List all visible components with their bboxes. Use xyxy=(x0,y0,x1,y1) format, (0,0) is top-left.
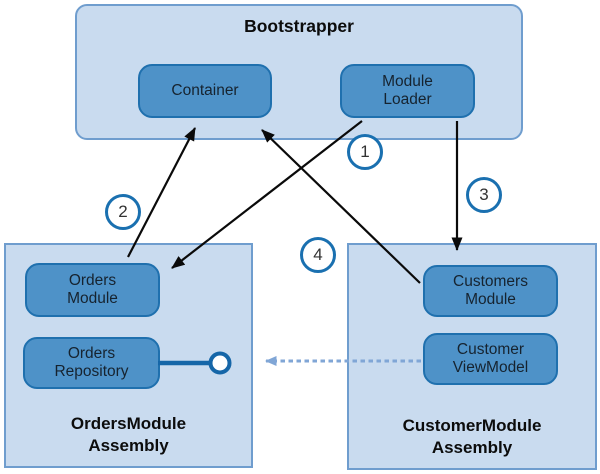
customer-assembly-box: Customers Module Customer ViewModel Cust… xyxy=(347,243,597,470)
container-node: Container xyxy=(138,64,272,118)
orders-assembly-box: Orders Module Orders Repository OrdersMo… xyxy=(4,243,253,468)
bootstrapper-box: Bootstrapper Container Module Loader xyxy=(75,4,523,140)
arrow-ordersmodule-to-container xyxy=(127,127,196,258)
orders-repository-node: Orders Repository xyxy=(23,337,160,389)
step-badge-4-label: 4 xyxy=(313,245,323,264)
orders-module-label: Orders Module xyxy=(67,271,118,307)
step-badge-1-label: 1 xyxy=(360,142,370,161)
step-badge-4: 4 xyxy=(300,237,336,273)
step-badge-3: 3 xyxy=(466,177,502,213)
orders-module-node: Orders Module xyxy=(25,263,160,317)
customers-module-label: Customers Module xyxy=(453,272,528,308)
step-badge-1: 1 xyxy=(347,134,383,170)
customers-module-node: Customers Module xyxy=(423,265,558,317)
step-badge-3-label: 3 xyxy=(479,185,489,204)
module-loader-node: Module Loader xyxy=(340,64,475,118)
step-badge-2: 2 xyxy=(105,194,141,230)
orders-assembly-label: OrdersModule Assembly xyxy=(70,413,187,455)
container-label: Container xyxy=(171,81,239,99)
customer-viewmodel-label: Customer ViewModel xyxy=(452,340,529,376)
customer-viewmodel-node: Customer ViewModel xyxy=(423,333,558,385)
orders-repository-label: Orders Repository xyxy=(54,344,129,380)
customer-assembly-label: CustomerModule Assembly xyxy=(402,415,542,457)
step-badge-2-label: 2 xyxy=(118,202,128,221)
bootstrapper-title: Bootstrapper xyxy=(244,16,354,36)
module-loader-label: Module Loader xyxy=(382,72,433,108)
